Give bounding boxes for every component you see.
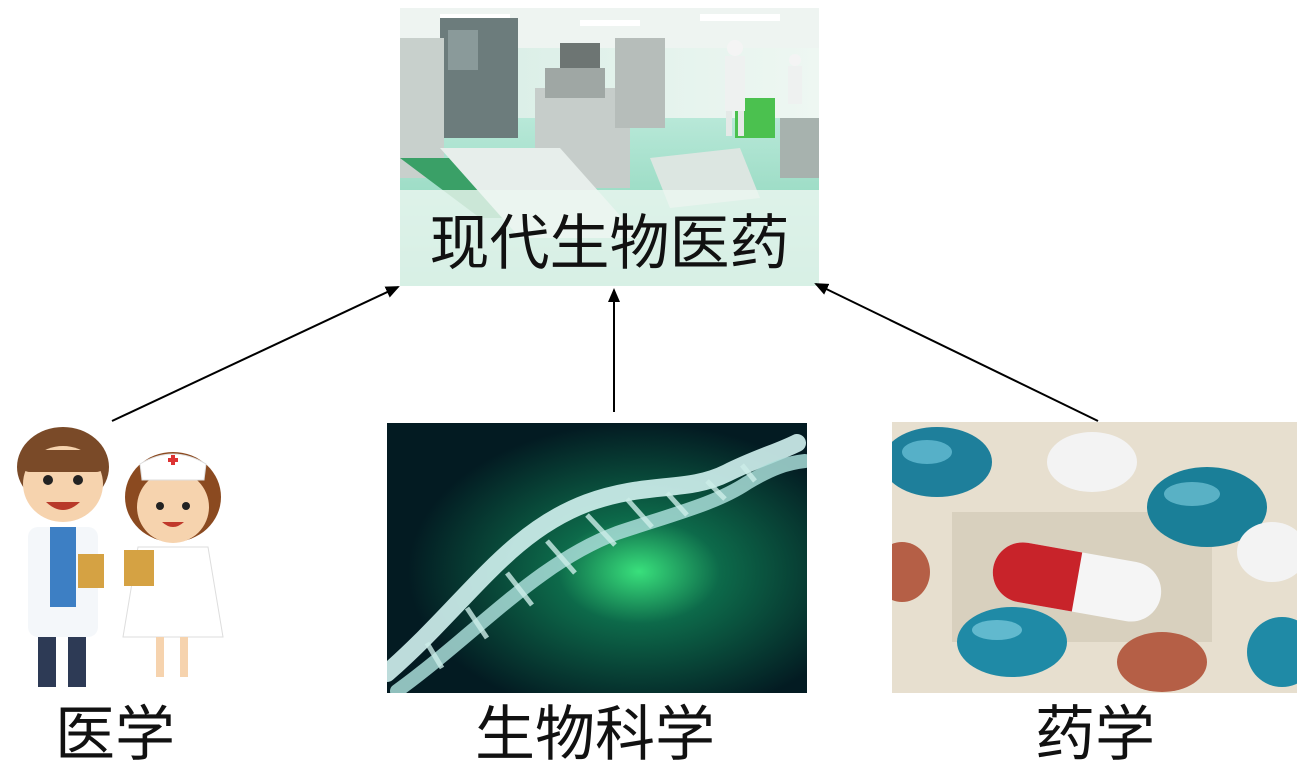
- top-title: 现代生物医药: [400, 190, 819, 286]
- medicine-illustration: [8, 422, 300, 692]
- label-pharmacy: 药学: [1035, 700, 1155, 770]
- arrow-right: [814, 283, 1099, 422]
- factory-photo: 现代生物医药: [400, 8, 819, 286]
- pills-image: [892, 422, 1297, 693]
- dna-image: [387, 423, 807, 693]
- label-bioscience: 生物科学: [475, 700, 715, 770]
- arrow-left: [111, 286, 400, 422]
- label-medicine: 医学: [55, 700, 175, 770]
